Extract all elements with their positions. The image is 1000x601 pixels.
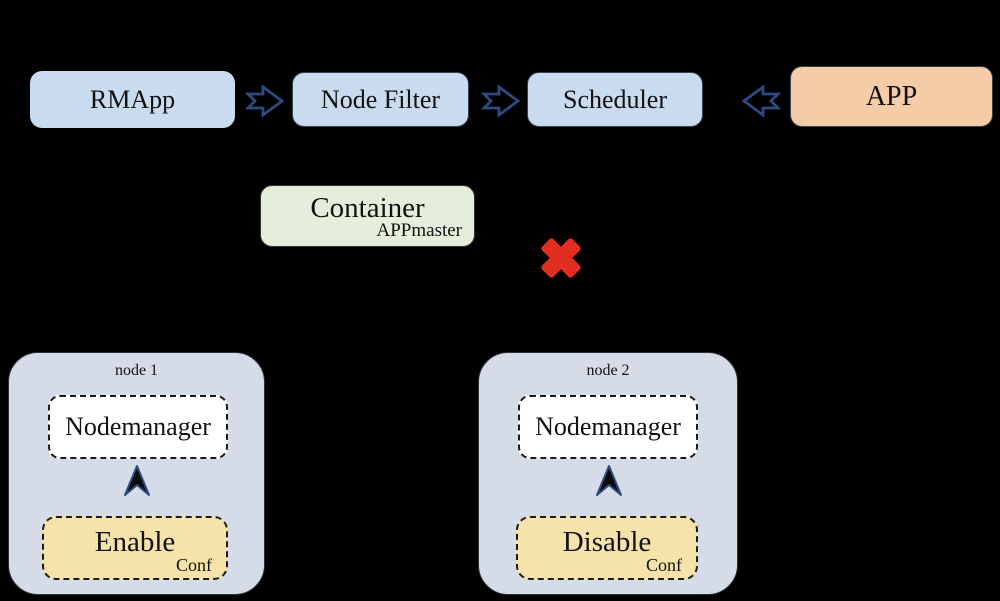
flow-arrow-left-icon (741, 83, 781, 119)
node-2-nodemanager-box: Nodemanager (518, 395, 698, 459)
node-1-group: node 1 Nodemanager Enable Conf (8, 352, 265, 595)
node-1-conf-box: Enable Conf (42, 516, 228, 580)
node-1-nodemanager-box: Nodemanager (48, 395, 228, 459)
node-2-title: node 2 (586, 362, 630, 379)
rmapp-box: RMApp (30, 71, 235, 128)
node-1-nodemanager-label: Nodemanager (65, 412, 211, 441)
node-2-conf-state: Disable (562, 526, 652, 558)
flow-arrow-right-icon-2 (481, 83, 521, 119)
node-2-conf-box: Disable Conf (516, 516, 698, 580)
node-filter-label: Node Filter (320, 84, 441, 114)
node-1-up-arrow-icon (124, 465, 150, 501)
container-box: Container APPmaster (260, 185, 475, 247)
app-label: APP (865, 80, 918, 112)
scheduler-label: Scheduler (563, 84, 667, 114)
rmapp-label: RMApp (89, 84, 176, 114)
red-x-icon (537, 234, 585, 282)
node-2-conf-label: Conf (646, 555, 682, 575)
node-2-nodemanager-label: Nodemanager (535, 412, 681, 441)
node-1-conf-state: Enable (94, 526, 176, 558)
node-2-group: node 2 Nodemanager Disable Conf (478, 352, 738, 595)
node-2-up-arrow-icon (596, 465, 622, 501)
node-filter-box: Node Filter (292, 72, 469, 127)
scheduler-box: Scheduler (527, 72, 703, 127)
flow-arrow-right-icon-1 (245, 83, 285, 119)
node-1-title: node 1 (114, 362, 159, 379)
container-label: Container (310, 192, 425, 224)
appmaster-label: APPmaster (376, 220, 463, 241)
node-1-conf-label: Conf (176, 555, 212, 575)
app-box: APP (790, 66, 993, 127)
